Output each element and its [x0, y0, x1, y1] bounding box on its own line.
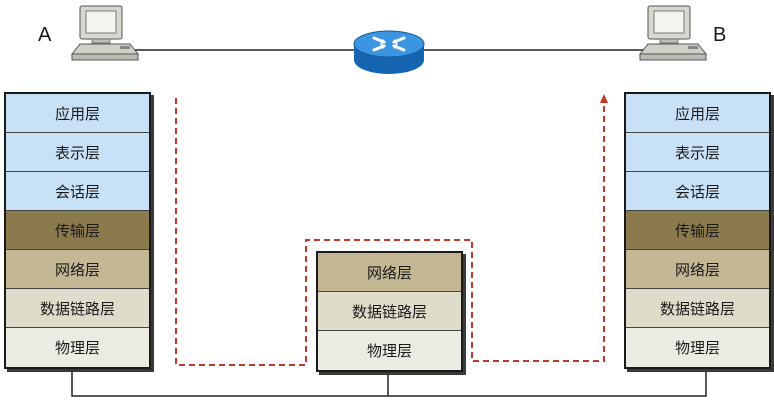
- layer-network: 网络层: [318, 253, 461, 292]
- layer-transport: 传输层: [626, 211, 769, 250]
- layer-application: 应用层: [6, 94, 149, 133]
- computer-icon: [638, 5, 708, 61]
- layer-application: 应用层: [626, 94, 769, 133]
- layer-session: 会话层: [6, 172, 149, 211]
- router-icon: [353, 30, 425, 74]
- host-a-osi-stack: 应用层 表示层 会话层 传输层 网络层 数据链路层 物理层: [4, 92, 151, 369]
- host-b-label: B: [713, 24, 727, 46]
- layer-transport: 传输层: [6, 211, 149, 250]
- host-a-label: A: [38, 24, 52, 46]
- host-b-osi-stack: 应用层 表示层 会话层 传输层 网络层 数据链路层 物理层: [624, 92, 771, 369]
- data-flow-path: [175, 98, 605, 366]
- layer-session: 会话层: [626, 172, 769, 211]
- layer-data-link: 数据链路层: [626, 289, 769, 328]
- layer-physical: 物理层: [626, 328, 769, 367]
- layer-presentation: 表示层: [6, 133, 149, 172]
- layer-network: 网络层: [6, 250, 149, 289]
- data-flow-arrowhead: [600, 94, 608, 103]
- computer-icon: [70, 5, 140, 61]
- layer-physical: 物理层: [6, 328, 149, 367]
- layer-physical: 物理层: [318, 331, 461, 370]
- layer-data-link: 数据链路层: [6, 289, 149, 328]
- physical-medium-line: [71, 370, 707, 397]
- router-osi-stack: 网络层 数据链路层 物理层: [316, 251, 463, 372]
- layer-presentation: 表示层: [626, 133, 769, 172]
- layer-data-link: 数据链路层: [318, 292, 461, 331]
- layer-network: 网络层: [626, 250, 769, 289]
